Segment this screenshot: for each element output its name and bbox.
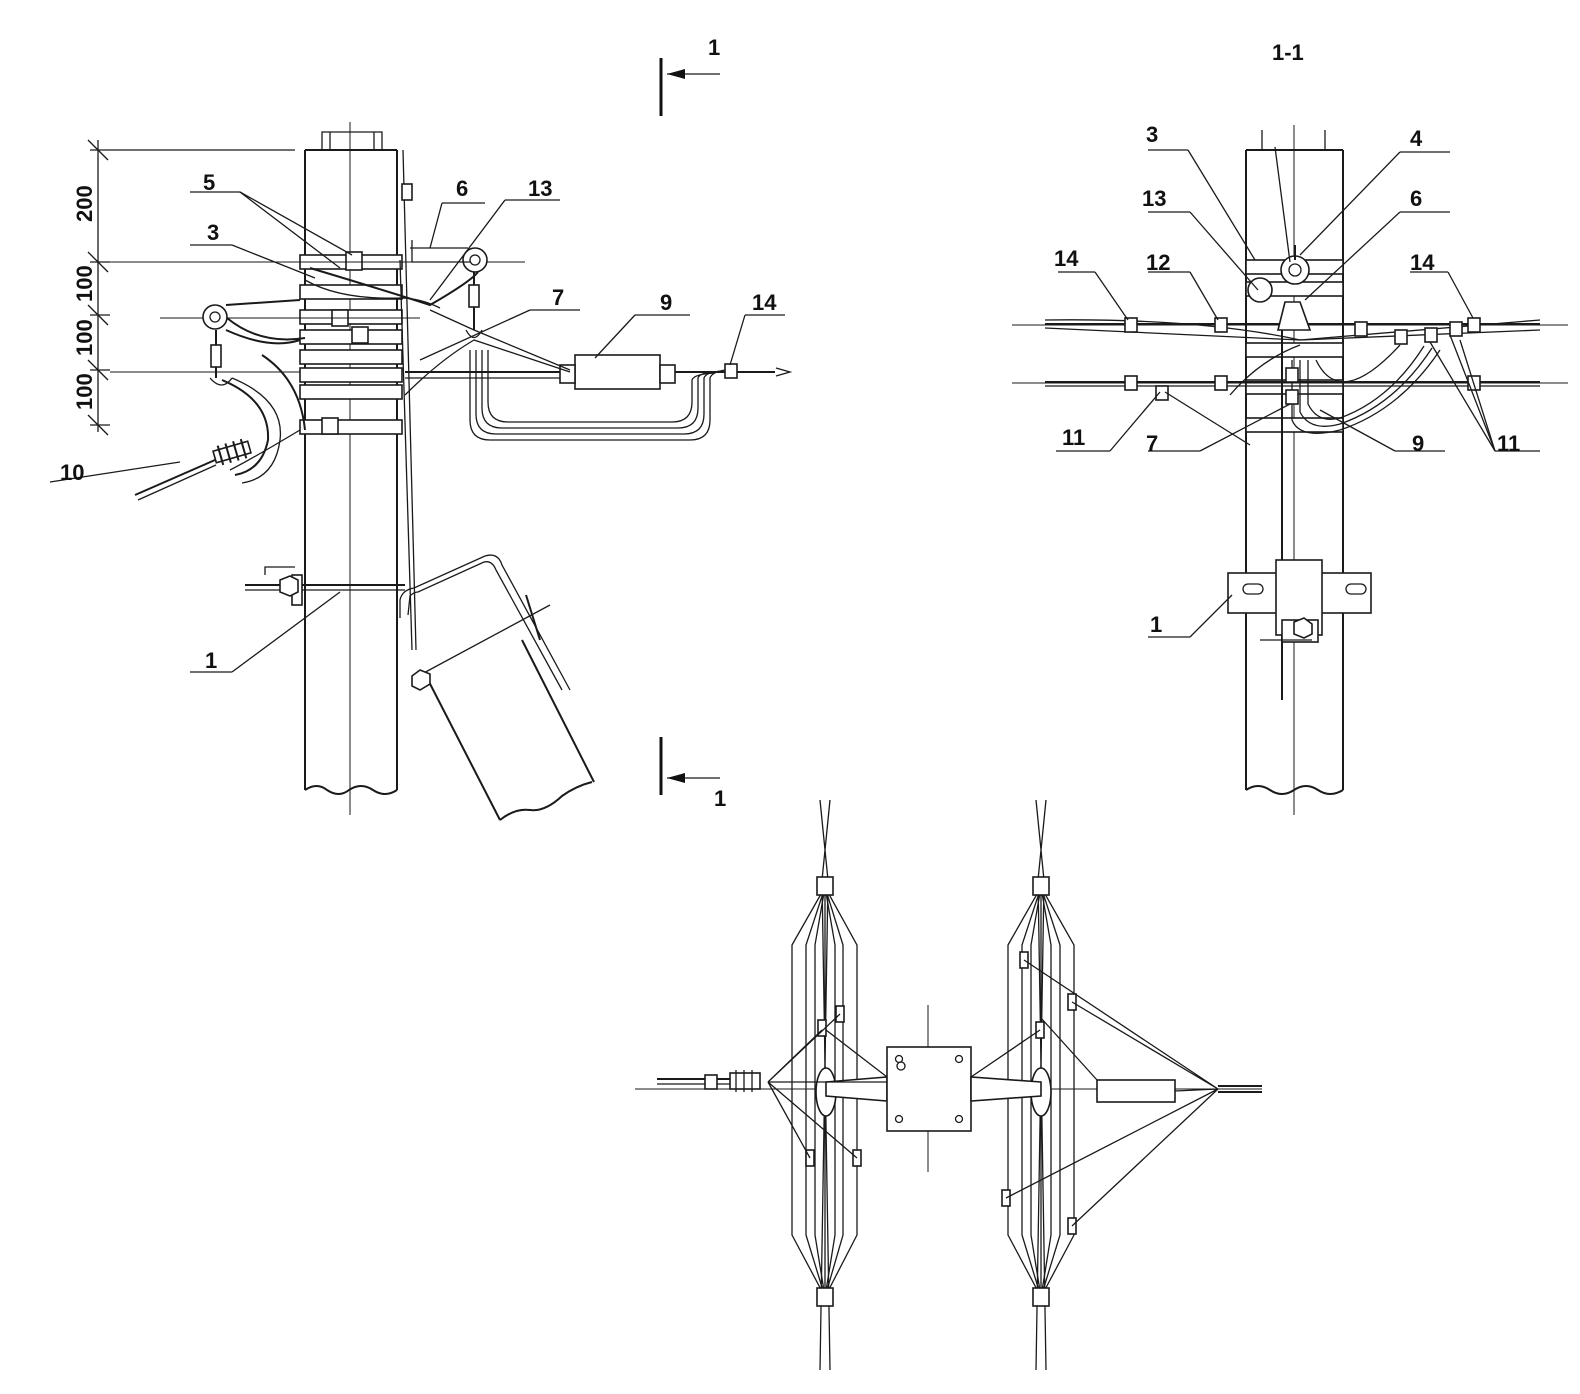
dim-200: 200	[72, 185, 97, 222]
label-5: 5	[203, 170, 215, 195]
section-mark-bottom: 1	[659, 737, 726, 811]
main-pole	[304, 122, 398, 815]
right-view: 3 4 13 6 14 12 14 11 7 9 11 1	[1012, 122, 1568, 815]
label-3: 3	[207, 220, 219, 245]
right-conductor	[404, 309, 793, 441]
section-mark-bottom-label: 1	[714, 786, 726, 811]
lower-bracket	[245, 149, 595, 821]
plan-center-plate	[886, 1046, 972, 1132]
plan-right-bundle	[970, 799, 1262, 1371]
section-label-11-right: 11	[1497, 431, 1520, 456]
section-pole	[1245, 125, 1344, 815]
right-leaders	[1056, 149, 1540, 638]
label-6: 6	[456, 176, 468, 201]
plan-view	[635, 799, 1262, 1371]
section-hardware	[1164, 146, 1441, 700]
section-label-6: 6	[1410, 186, 1422, 211]
pole-bands	[299, 251, 403, 435]
section-label-13: 13	[1142, 186, 1166, 211]
dim-100-c: 100	[72, 373, 97, 410]
upper-assembly	[110, 240, 525, 386]
label-14: 14	[752, 290, 777, 315]
dim-100-a: 100	[72, 265, 97, 302]
section-label-14-right: 14	[1410, 250, 1435, 275]
label-7: 7	[552, 285, 564, 310]
section-label-12: 12	[1146, 250, 1170, 275]
section-label-11-left: 11	[1062, 425, 1085, 450]
section-label-9: 9	[1412, 431, 1424, 456]
dimension-chain: 200 100 100 100	[72, 139, 295, 436]
section-mark-top: 1	[659, 35, 720, 116]
label-9: 9	[660, 290, 672, 315]
dim-100-b: 100	[72, 319, 97, 356]
label-13: 13	[528, 176, 552, 201]
section-label-7: 7	[1146, 431, 1158, 456]
section-label-1: 1	[1150, 612, 1162, 637]
section-bracket	[1227, 559, 1372, 643]
section-label-4: 4	[1410, 126, 1423, 151]
section-title: 1-1	[1272, 40, 1304, 65]
left-leaders	[190, 191, 785, 673]
section-label-3: 3	[1146, 122, 1158, 147]
label-1: 1	[205, 648, 217, 673]
section-label-14-left: 14	[1054, 246, 1079, 271]
plan-left-bundle	[657, 799, 888, 1371]
left-insulator-string	[49, 354, 306, 501]
left-view: 200 100 100 100	[49, 122, 793, 821]
label-10: 10	[60, 460, 84, 485]
section-mark-top-label: 1	[708, 35, 720, 60]
